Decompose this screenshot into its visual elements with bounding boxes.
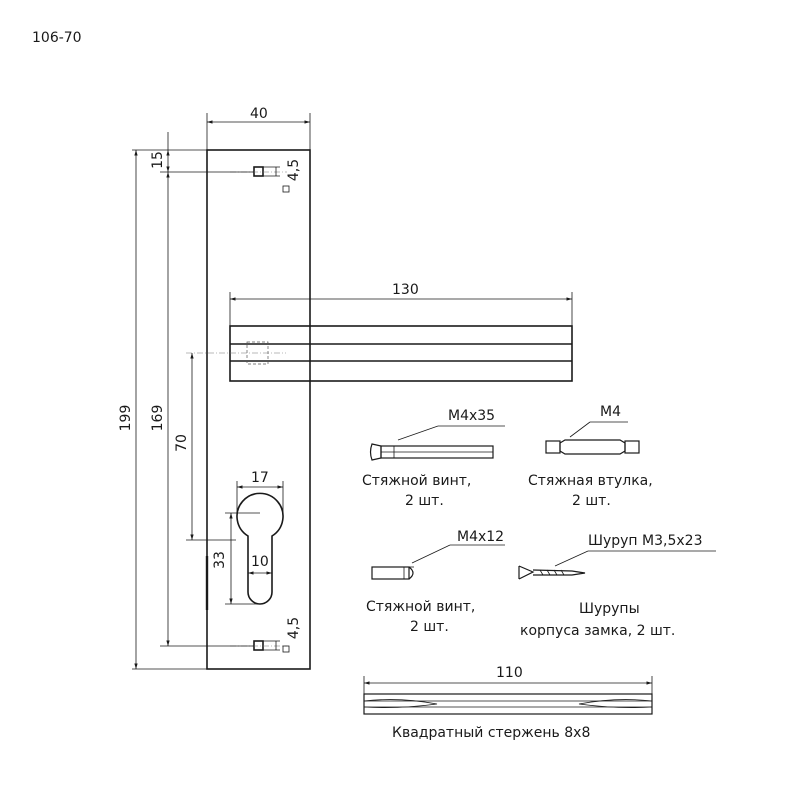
part-screw: Шуруп M3,5x23 Шурупы корпуса замка, 2 шт… bbox=[518, 533, 716, 639]
model-code: 106-70 bbox=[32, 30, 82, 46]
part-spindle: 110 Квадратный стержень 8x8 bbox=[363, 665, 653, 741]
spindle-name: Квадратный стержень 8x8 bbox=[392, 725, 590, 741]
bolt-short-qty: 2 шт. bbox=[410, 619, 449, 635]
screw-size: Шуруп M3,5x23 bbox=[588, 533, 702, 549]
dim-label-hole-bottom: 4,5 bbox=[286, 617, 302, 639]
dim-label-17: 17 bbox=[251, 470, 269, 486]
dim-screw-span: 169 bbox=[150, 172, 254, 647]
dim-total-height: 199 bbox=[118, 149, 207, 670]
bolt-short-size: M4x12 bbox=[457, 529, 504, 545]
bushing-size: M4 bbox=[600, 404, 621, 420]
dim-top-hole: 4,5 bbox=[263, 159, 302, 193]
part-bolt-short: M4x12 Стяжной винт, 2 шт. bbox=[366, 529, 505, 635]
screw-name: Шурупы bbox=[579, 601, 640, 617]
bolt-long-qty: 2 шт. bbox=[405, 493, 444, 509]
dim-lever-length: 130 bbox=[229, 282, 573, 326]
dim-label-70: 70 bbox=[174, 434, 190, 452]
part-bolt-long: M4x35 Стяжной винт, 2 шт. bbox=[362, 408, 505, 509]
dim-label-40: 40 bbox=[250, 106, 268, 122]
dim-label-130: 130 bbox=[392, 282, 419, 298]
dim-label-10: 10 bbox=[251, 554, 269, 570]
bolt-short-name: Стяжной винт, bbox=[366, 599, 475, 615]
lever-handle bbox=[186, 325, 573, 382]
top-screw-hole bbox=[253, 166, 264, 177]
dim-label-33: 33 bbox=[212, 551, 228, 569]
part-bushing: M4 Стяжная втулка, 2 шт. bbox=[528, 404, 653, 509]
spindle-outline bbox=[363, 693, 653, 715]
bushing-qty: 2 шт. bbox=[572, 493, 611, 509]
bolt-long-name: Стяжной винт, bbox=[362, 473, 471, 489]
door-plate bbox=[205, 149, 311, 670]
cylinder-cutout bbox=[236, 492, 284, 605]
plate-outline bbox=[206, 149, 311, 670]
dim-cyl-height: 33 bbox=[212, 512, 260, 605]
dim-label-15: 15 bbox=[150, 151, 166, 169]
dim-label-169: 169 bbox=[150, 405, 166, 432]
dim-label-hole-top: 4,5 bbox=[286, 159, 302, 181]
dim-bottom-hole: 4,5 bbox=[263, 617, 302, 653]
bolt-long-size: M4x35 bbox=[448, 408, 495, 424]
dim-label-199: 199 bbox=[118, 405, 134, 432]
dim-cyl-width: 17 bbox=[236, 470, 284, 520]
dim-plate-width: 40 bbox=[206, 106, 311, 150]
dim-label-110: 110 bbox=[496, 665, 523, 681]
screw-desc: корпуса замка, 2 шт. bbox=[520, 623, 675, 639]
lever-outline bbox=[229, 325, 573, 382]
dim-handle-offset: 70 bbox=[174, 353, 236, 541]
dim-top-offset: 15 bbox=[150, 132, 254, 173]
dim-cyl-neck: 10 bbox=[248, 554, 272, 575]
bushing-name: Стяжная втулка, bbox=[528, 473, 653, 489]
bottom-screw-hole bbox=[253, 640, 264, 651]
